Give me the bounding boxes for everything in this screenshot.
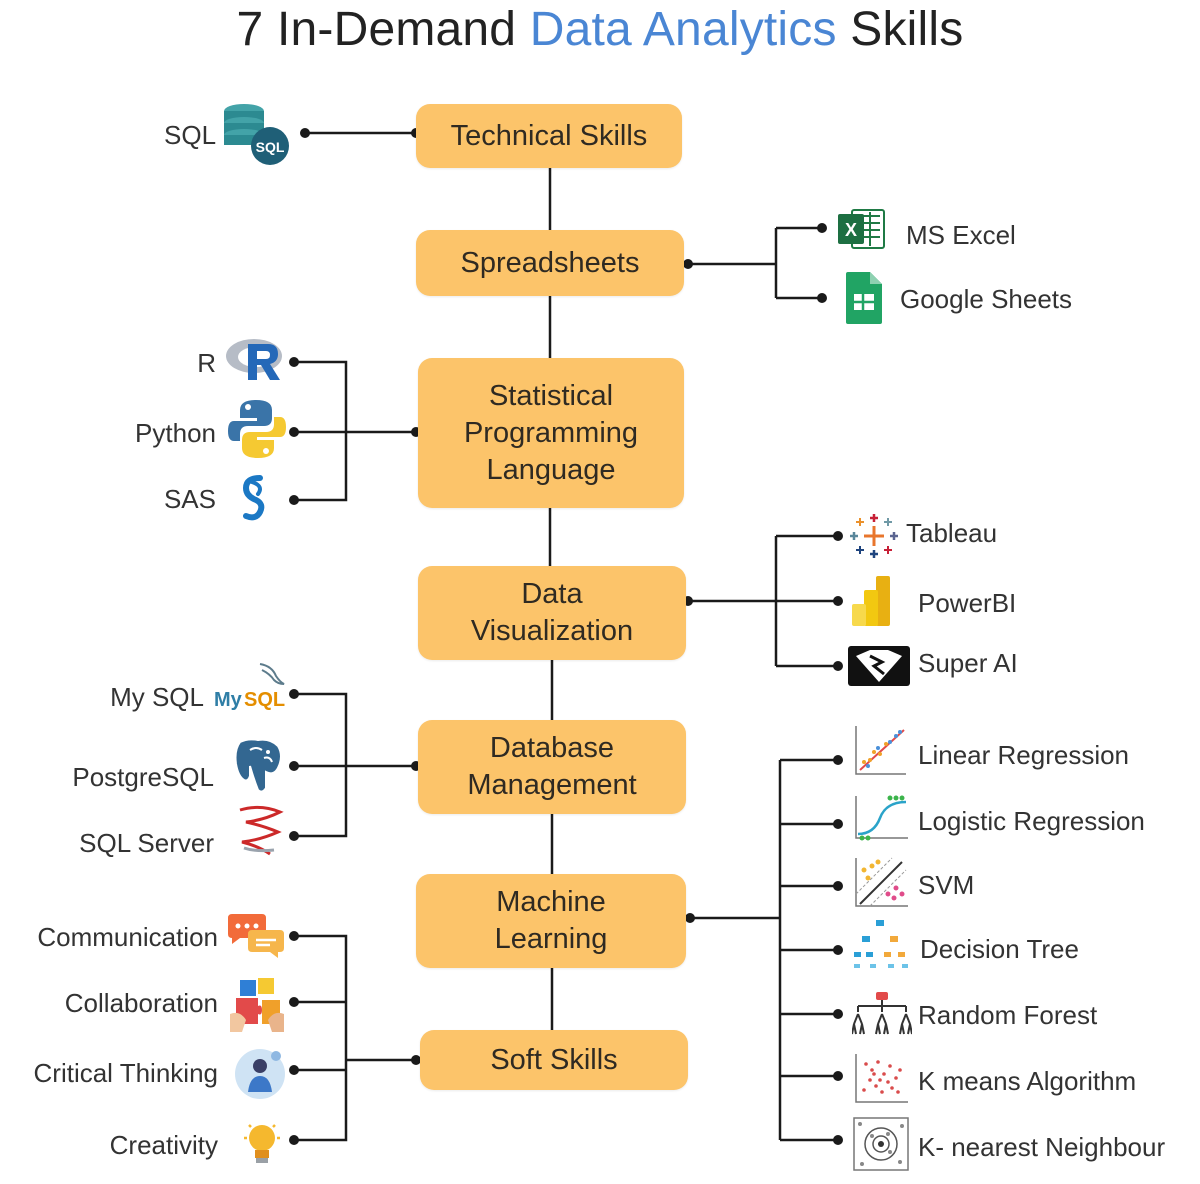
tool-label-sql: SQL — [164, 120, 217, 150]
google-sheets-icon — [846, 272, 882, 324]
connector-programming — [294, 360, 416, 502]
skill-box-statistical-programming: Statistical Programming Language — [418, 358, 684, 508]
title-accent: Data Analytics — [529, 3, 837, 56]
tool-label-sql-server: SQL Server — [79, 828, 214, 858]
tool-label-r: R — [197, 348, 216, 378]
tool-label-decision-tree: Decision Tree — [920, 934, 1079, 964]
tool-label-logistic-regression: Logistic Regression — [918, 806, 1145, 836]
connector-database — [294, 692, 416, 838]
python-logo-icon — [228, 400, 286, 458]
sql-server-logo-icon — [239, 805, 284, 856]
mysql-icon-text-b: SQL — [244, 689, 285, 711]
dot — [289, 1065, 299, 1075]
dot — [833, 755, 843, 765]
r-logo-icon — [226, 339, 282, 380]
skill-box-database-management: Database Management — [418, 720, 686, 814]
knn-icon — [853, 1117, 909, 1171]
random-forest-icon — [852, 992, 912, 1035]
skill-box-technical-skills: Technical Skills — [416, 104, 682, 168]
tool-label-google-sheets: Google Sheets — [900, 284, 1073, 314]
connector-spreadsheets — [686, 226, 822, 300]
tool-label-mysql: My SQL — [110, 682, 204, 712]
tableau-logo-icon — [850, 514, 898, 558]
skill-box-soft-skills: Soft Skills — [420, 1030, 688, 1090]
dot — [289, 689, 299, 699]
powerbi-logo-icon — [852, 576, 890, 626]
dot — [833, 1071, 843, 1081]
linear-regression-icon — [855, 726, 906, 775]
thinking-person-icon — [235, 1049, 285, 1099]
svm-icon — [855, 857, 908, 907]
dot — [817, 293, 827, 303]
dot — [817, 223, 827, 233]
dot — [833, 1009, 843, 1019]
k-means-icon — [855, 1054, 908, 1103]
connector-ml — [690, 758, 838, 1142]
lightbulb-icon — [244, 1124, 280, 1163]
title-part-1: 7 In-Demand — [236, 3, 530, 56]
diagram-title: 7 In-Demand Data Analytics Skills — [0, 0, 1200, 60]
tool-label-communication: Communication — [37, 922, 218, 952]
tool-label-knn: K- nearest Neighbour — [918, 1132, 1166, 1162]
skill-box-data-visualization: Data Visualization — [418, 566, 686, 660]
dot — [683, 259, 693, 269]
dot — [685, 913, 695, 923]
sql-icon-text: SQL — [256, 139, 285, 155]
dot — [833, 661, 843, 671]
dot — [833, 596, 843, 606]
tool-label-ms-excel: MS Excel — [906, 220, 1016, 250]
puzzle-hands-icon — [230, 978, 284, 1032]
title-part-2: Skills — [836, 3, 964, 56]
dot — [289, 1135, 299, 1145]
tool-label-sas: SAS — [163, 484, 216, 514]
dot — [289, 997, 299, 1007]
dot — [289, 931, 299, 941]
skill-box-machine-learning: Machine Learning — [416, 874, 686, 968]
tool-label-super-ai: Super AI — [918, 648, 1018, 678]
dot — [300, 128, 310, 138]
excel-icon: X — [838, 209, 885, 249]
chat-bubbles-icon — [228, 914, 284, 958]
dot — [833, 531, 843, 541]
decision-tree-icon — [854, 920, 908, 968]
tool-label-random-forest: Random Forest — [918, 1000, 1098, 1030]
connector-soft — [294, 934, 416, 1142]
tool-label-postgresql: PostgreSQL — [72, 762, 214, 792]
tool-label-svm: SVM — [918, 870, 975, 900]
dot — [289, 495, 299, 505]
tool-label-collaboration: Collaboration — [64, 988, 218, 1018]
logistic-regression-icon — [855, 795, 908, 841]
sas-logo-icon — [242, 475, 265, 521]
dot — [289, 761, 299, 771]
tool-label-critical-thinking: Critical Thinking — [33, 1058, 218, 1088]
dot — [289, 357, 299, 367]
dot — [833, 1135, 843, 1145]
mysql-icon-text-a: My — [214, 689, 243, 711]
tool-label-tableau: Tableau — [906, 518, 998, 548]
dot — [833, 881, 843, 891]
connector-visualization — [686, 534, 838, 668]
dot — [833, 819, 843, 829]
tool-label-k-means: K means Algorithm — [918, 1066, 1137, 1096]
tool-label-powerbi: PowerBI — [918, 588, 1017, 618]
dot — [289, 427, 299, 437]
dot — [411, 1055, 421, 1065]
tool-label-creativity: Creativity — [109, 1130, 218, 1160]
tool-label-python: Python — [135, 418, 216, 448]
postgresql-elephant-icon — [234, 738, 282, 793]
database-icon: SQL — [224, 104, 289, 165]
mysql-logo-icon: My SQL — [214, 663, 285, 711]
skill-box-spreadsheets: Spreadsheets — [416, 230, 684, 296]
excel-icon-text: X — [845, 220, 857, 240]
dot — [833, 945, 843, 955]
tool-label-linear-regression: Linear Regression — [918, 740, 1130, 770]
dot — [289, 831, 299, 841]
super-ai-logo-icon — [848, 646, 910, 686]
